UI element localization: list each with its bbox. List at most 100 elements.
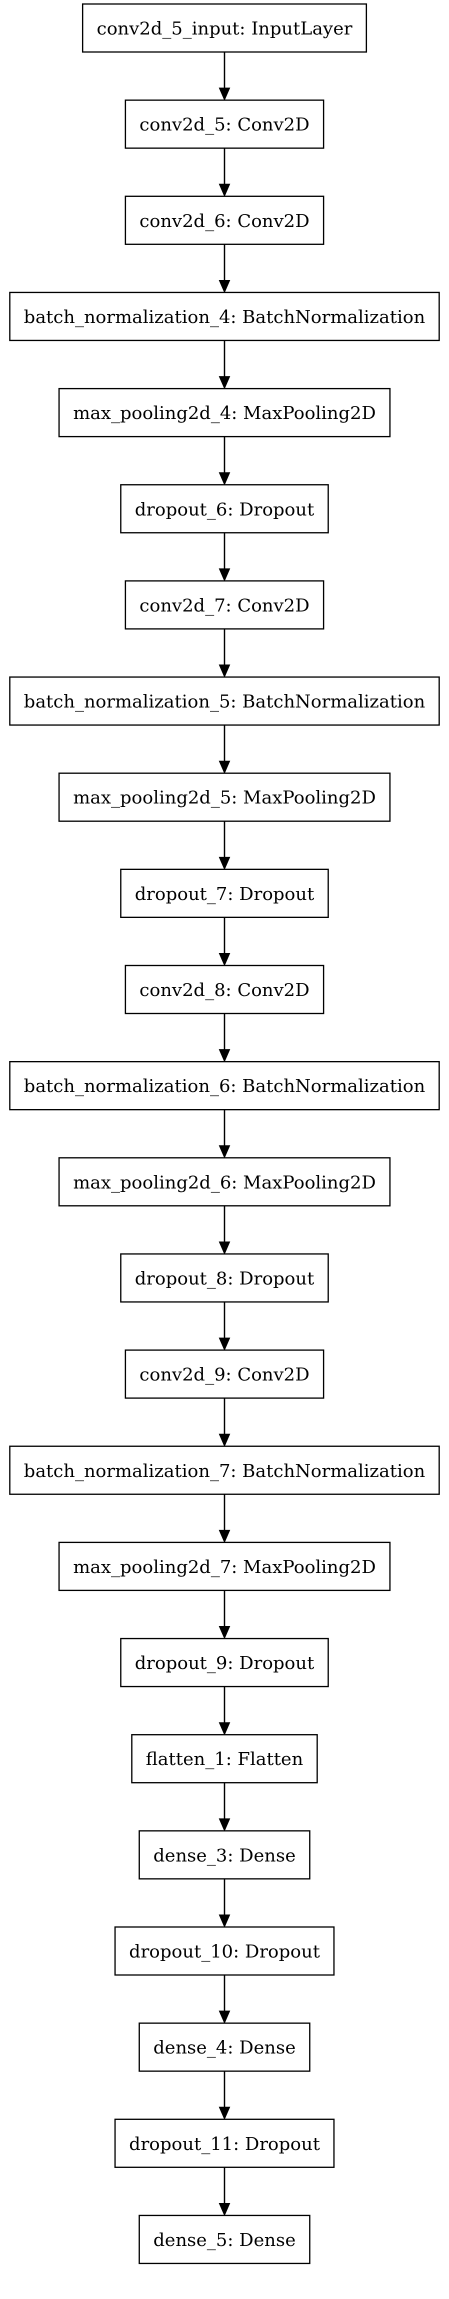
layer-label: conv2d_9: Conv2D xyxy=(139,1365,309,1386)
layer-label: max_pooling2d_5: MaxPooling2D xyxy=(73,788,376,809)
layer-box xyxy=(131,1734,318,1784)
arrowhead-icon xyxy=(218,183,231,198)
arrowhead-icon xyxy=(218,2010,231,2024)
arrowhead-icon xyxy=(218,568,231,582)
layer-box xyxy=(124,99,325,149)
layer-box xyxy=(114,1926,335,1976)
layer-label: conv2d_5_input: InputLayer xyxy=(97,19,353,40)
layer-node-conv2d_7: conv2d_7: Conv2D xyxy=(124,580,325,630)
layer-box xyxy=(138,2022,311,2072)
arrowhead-icon xyxy=(218,1818,231,1832)
layer-box xyxy=(58,1541,391,1592)
layer-box xyxy=(124,580,325,630)
layer-box xyxy=(81,3,368,53)
edge-arrow xyxy=(218,340,231,390)
edge-arrow xyxy=(218,1109,231,1159)
layer-node-batch_normalization_4: batch_normalization_4: BatchNormalizatio… xyxy=(9,291,440,342)
arrowhead-icon xyxy=(218,2106,231,2121)
layer-node-dropout_11: dropout_11: Dropout xyxy=(114,2118,335,2168)
layer-box xyxy=(120,484,329,534)
edge-arrow xyxy=(218,1686,231,1736)
layer-node-conv2d_6: conv2d_6: Conv2D xyxy=(124,195,325,245)
edge-arrow xyxy=(218,1782,231,1832)
edge-arrow xyxy=(218,821,231,871)
arrowhead-icon xyxy=(218,760,231,774)
layer-label: max_pooling2d_6: MaxPooling2D xyxy=(73,1172,376,1193)
layer-box xyxy=(124,1349,325,1399)
diagram-edges xyxy=(218,52,231,2217)
arrowhead-icon xyxy=(218,376,231,390)
layer-node-max_pooling2d_6: max_pooling2d_6: MaxPooling2D xyxy=(58,1157,391,1207)
layer-box xyxy=(58,1157,391,1207)
arrowhead-icon xyxy=(218,1337,231,1351)
arrowhead-icon xyxy=(218,1145,231,1159)
arrowhead-icon xyxy=(218,1529,231,1544)
layer-label: max_pooling2d_7: MaxPooling2D xyxy=(73,1557,376,1578)
layer-box xyxy=(114,2118,335,2168)
layer-label: conv2d_8: Conv2D xyxy=(139,980,309,1001)
layer-label: conv2d_5: Conv2D xyxy=(139,115,309,136)
layer-box xyxy=(138,1830,311,1880)
arrowhead-icon xyxy=(218,2202,231,2217)
layer-box xyxy=(9,676,440,726)
arrowhead-icon xyxy=(218,1722,231,1736)
arrowhead-icon xyxy=(218,664,231,678)
edge-arrow xyxy=(218,628,231,678)
layer-box xyxy=(120,868,329,918)
layer-node-max_pooling2d_5: max_pooling2d_5: MaxPooling2D xyxy=(58,772,391,822)
layer-box xyxy=(9,1061,440,1111)
layer-label: dropout_11: Dropout xyxy=(129,2134,321,2155)
layer-label: dropout_7: Dropout xyxy=(135,884,315,905)
edge-arrow xyxy=(218,1494,231,1544)
arrowhead-icon xyxy=(218,953,231,967)
layer-label: dropout_10: Dropout xyxy=(129,1942,321,1963)
layer-node-batch_normalization_5: batch_normalization_5: BatchNormalizatio… xyxy=(9,676,440,726)
layer-box xyxy=(58,387,391,438)
edge-arrow xyxy=(218,436,231,486)
layer-node-dense_4: dense_4: Dense xyxy=(138,2022,311,2072)
edge-arrow xyxy=(218,725,231,774)
edge-arrow xyxy=(218,532,231,582)
layer-box xyxy=(9,291,440,342)
arrowhead-icon xyxy=(218,1626,231,1640)
arrowhead-icon xyxy=(218,87,231,101)
layer-node-dropout_8: dropout_8: Dropout xyxy=(120,1253,329,1303)
layer-label: batch_normalization_7: BatchNormalizatio… xyxy=(24,1461,426,1482)
diagram-nodes: conv2d_5_input: InputLayer conv2d_5: Conv… xyxy=(9,3,440,2265)
layer-node-conv2d_9: conv2d_9: Conv2D xyxy=(124,1349,325,1399)
edge-arrow xyxy=(218,917,231,967)
layer-box xyxy=(58,772,391,822)
layer-node-batch_normalization_7: batch_normalization_7: BatchNormalizatio… xyxy=(9,1445,440,1495)
layer-box xyxy=(9,1445,440,1495)
layer-node-flatten_1: flatten_1: Flatten xyxy=(131,1734,318,1784)
layer-label: max_pooling2d_4: MaxPooling2D xyxy=(73,403,376,424)
arrowhead-icon xyxy=(218,1049,231,1063)
arrowhead-icon xyxy=(218,1241,231,1255)
edge-arrow xyxy=(218,2071,231,2121)
edge-arrow xyxy=(218,1013,231,1063)
layer-node-dropout_7: dropout_7: Dropout xyxy=(120,868,329,918)
layer-box xyxy=(120,1637,329,1688)
layer-label: conv2d_6: Conv2D xyxy=(139,211,309,232)
layer-label: batch_normalization_6: BatchNormalizatio… xyxy=(24,1076,426,1097)
arrowhead-icon xyxy=(218,279,231,294)
layer-label: dropout_9: Dropout xyxy=(135,1653,315,1674)
edge-arrow xyxy=(218,2167,231,2217)
layer-label: batch_normalization_4: BatchNormalizatio… xyxy=(24,307,426,328)
edge-arrow xyxy=(218,1398,231,1448)
layer-label: conv2d_7: Conv2D xyxy=(139,595,309,616)
layer-node-max_pooling2d_4: max_pooling2d_4: MaxPooling2D xyxy=(58,387,391,438)
layer-node-conv2d_5: conv2d_5: Conv2D xyxy=(124,99,325,149)
arrowhead-icon xyxy=(218,856,231,871)
layer-box xyxy=(124,964,325,1015)
layer-label: batch_normalization_5: BatchNormalizatio… xyxy=(24,692,426,713)
layer-label: dropout_8: Dropout xyxy=(135,1268,315,1289)
layer-node-dense_3: dense_3: Dense xyxy=(138,1830,311,1880)
layer-node-dropout_6: dropout_6: Dropout xyxy=(120,484,329,534)
layer-node-conv2d_5_input: conv2d_5_input: InputLayer xyxy=(81,3,368,53)
layer-label: dropout_6: Dropout xyxy=(135,499,315,520)
layer-label: dense_4: Dense xyxy=(153,2038,295,2059)
layer-node-dense_5: dense_5: Dense xyxy=(138,2214,311,2265)
layer-box xyxy=(120,1253,329,1303)
